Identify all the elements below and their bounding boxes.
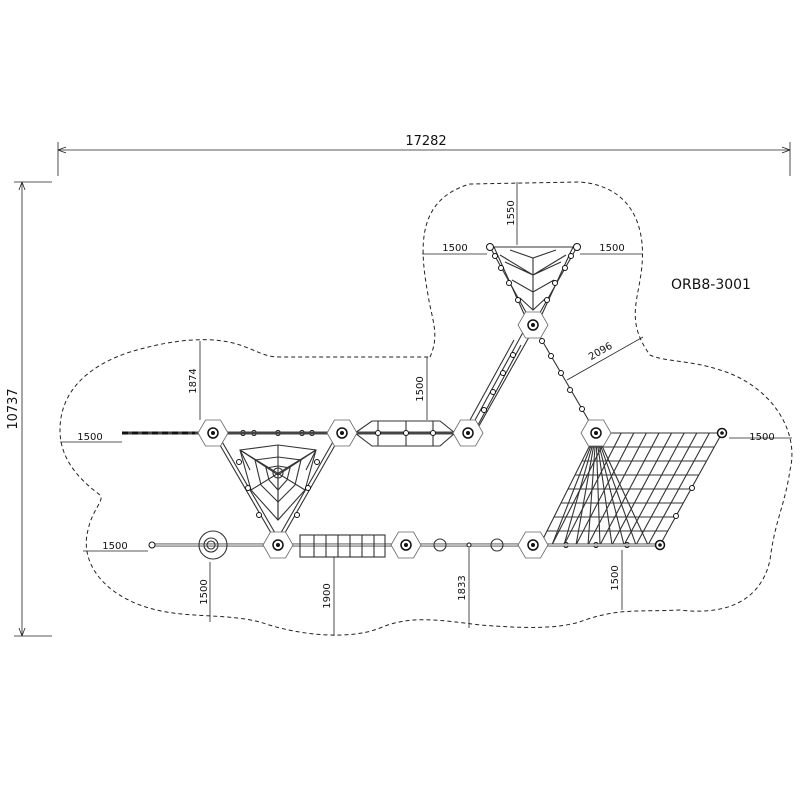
net-clamp [673,513,679,519]
dim-ladder-bottom: 1900 [322,583,333,608]
horizontal-ladder [299,534,386,558]
dim-lower-bottom-a: 1500 [199,579,210,604]
right-cargo-net [539,432,723,548]
dim-middle-bottom: 1833 [457,575,468,600]
overall-width-label: 17282 [405,134,446,149]
post-nodes [197,311,728,559]
dim-diagonal: 2096 [587,341,615,363]
dim-top-right: 1500 [599,243,624,254]
overall-depth-label: 10737 [6,388,21,429]
stepping-rings [433,538,504,552]
dim-left-rail: 1500 [77,432,102,443]
overall-width-dimension: 17282 [57,134,791,176]
post-node [197,419,229,447]
dim-top-left: 1500 [442,243,467,254]
diagonal-rope [532,324,597,434]
dim-top-clearance: 1550 [506,200,517,225]
diagonal-ladder [467,324,534,434]
dim-right-bottom: 1500 [610,565,621,590]
dim-upper-left: 1874 [188,368,199,393]
post-node [326,419,358,447]
left-triangle-web [212,430,343,546]
post-node [716,427,728,439]
net-clamp [689,485,695,491]
dim-right-net: 1500 [749,432,774,443]
dim-bridge: 1500 [415,376,426,401]
safety-zone-outline [59,181,793,636]
model-code: ORB8-3001 [671,277,751,293]
dimension-lines: 1550 1500 1500 2096 1874 1500 1500 1500 … [60,182,792,636]
overall-depth-dimension: 10737 [6,181,52,637]
dim-lower-left: 1500 [102,541,127,552]
post-node [580,419,612,447]
top-triangle-net [486,243,581,326]
post-node [262,531,294,559]
post-node [517,311,549,339]
post-node [452,419,484,447]
post-node [517,531,549,559]
spinner-disc [198,530,228,560]
post-node [654,539,666,551]
post-node [390,531,422,559]
